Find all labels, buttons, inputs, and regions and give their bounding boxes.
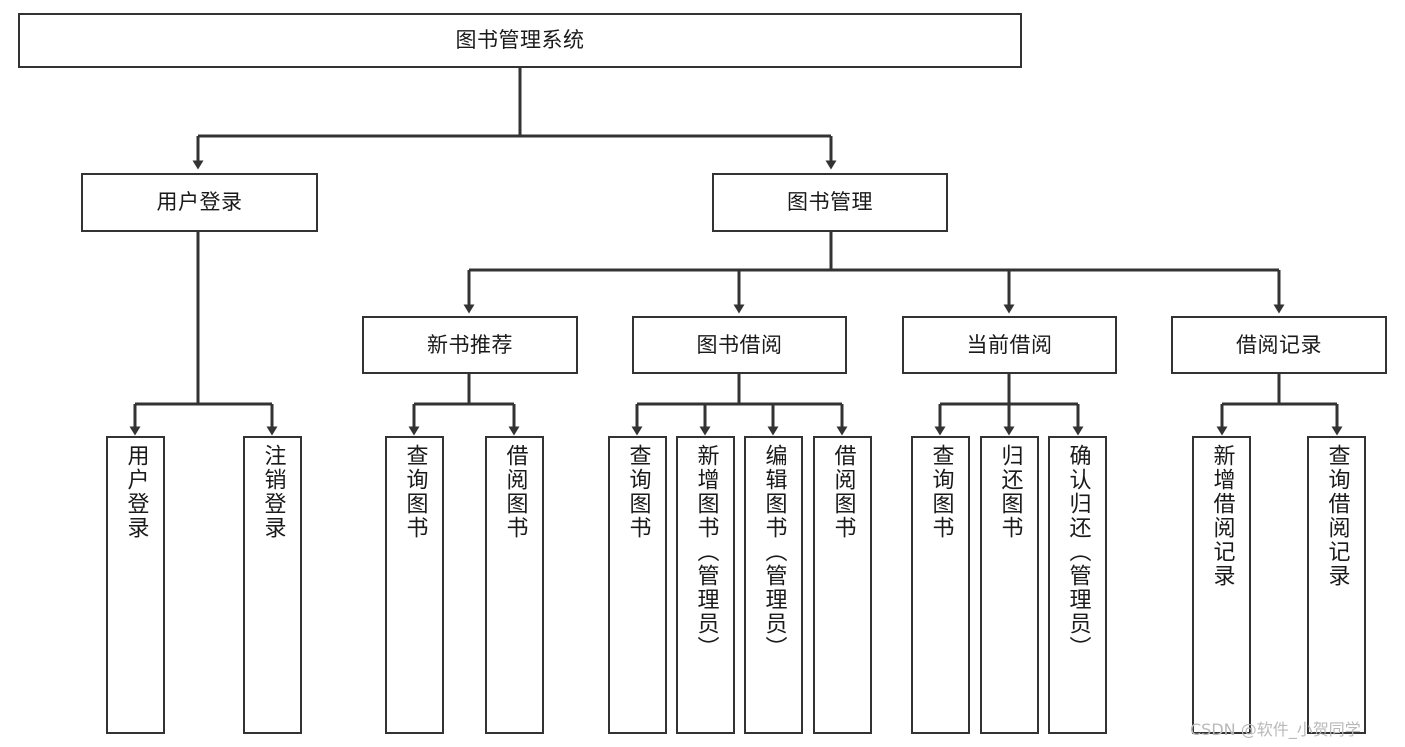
node-label: 新书推荐 bbox=[427, 332, 513, 357]
leaf-borrow-edit-book-admin[interactable]: 编辑图书（管理员） bbox=[744, 436, 803, 734]
watermark-text: CSDN @软件_小贺同学 bbox=[1190, 720, 1361, 739]
node-label: 编辑图书（管理员） bbox=[761, 444, 787, 660]
node-label: 图书管理系统 bbox=[455, 28, 585, 53]
leaf-record-query-borrow-record[interactable]: 查询借阅记录 bbox=[1307, 436, 1366, 734]
leaf-borrow-borrow-book[interactable]: 借阅图书 bbox=[813, 436, 872, 734]
node-label: 用户登录 bbox=[156, 190, 243, 215]
node-label: 新增图书（管理员） bbox=[693, 444, 719, 660]
node-label: 确认归还（管理员） bbox=[1065, 444, 1091, 660]
node-book-borrow[interactable]: 图书借阅 bbox=[632, 316, 847, 374]
node-label: 新增借阅记录 bbox=[1209, 444, 1235, 588]
leaf-borrow-add-book-admin[interactable]: 新增图书（管理员） bbox=[676, 436, 735, 734]
leaf-user-login-signin[interactable]: 用户登录 bbox=[106, 436, 165, 734]
node-label: 借阅图书 bbox=[502, 444, 528, 540]
node-label: 查询图书 bbox=[928, 444, 954, 540]
node-label: 注销登录 bbox=[260, 444, 286, 540]
leaf-record-add-borrow-record[interactable]: 新增借阅记录 bbox=[1192, 436, 1251, 734]
node-label: 图书管理 bbox=[787, 190, 873, 215]
node-root-system[interactable]: 图书管理系统 bbox=[18, 13, 1022, 68]
node-label: 图书借阅 bbox=[696, 332, 783, 357]
leaf-recommend-query-book[interactable]: 查询图书 bbox=[385, 436, 444, 734]
leaf-borrow-query-book[interactable]: 查询图书 bbox=[608, 436, 667, 734]
node-label: 查询借阅记录 bbox=[1324, 444, 1350, 588]
node-label: 用户登录 bbox=[123, 444, 149, 540]
leaf-user-login-signout[interactable]: 注销登录 bbox=[243, 436, 302, 734]
node-label: 查询图书 bbox=[625, 444, 651, 540]
leaf-current-confirm-return-admin[interactable]: 确认归还（管理员） bbox=[1048, 436, 1107, 734]
node-label: 归还图书 bbox=[997, 444, 1023, 540]
node-label: 查询图书 bbox=[402, 444, 428, 540]
node-borrow-record[interactable]: 借阅记录 bbox=[1171, 316, 1387, 374]
leaf-current-query-book[interactable]: 查询图书 bbox=[911, 436, 970, 734]
node-label: 借阅图书 bbox=[830, 444, 856, 540]
node-new-book-recommend[interactable]: 新书推荐 bbox=[362, 316, 578, 374]
node-user-login[interactable]: 用户登录 bbox=[81, 173, 318, 232]
node-current-borrow[interactable]: 当前借阅 bbox=[902, 316, 1117, 374]
node-label: 借阅记录 bbox=[1236, 332, 1322, 357]
leaf-recommend-borrow-book[interactable]: 借阅图书 bbox=[485, 436, 544, 734]
node-book-management[interactable]: 图书管理 bbox=[712, 173, 948, 232]
node-label: 当前借阅 bbox=[966, 332, 1053, 357]
leaf-current-return-book[interactable]: 归还图书 bbox=[980, 436, 1039, 734]
